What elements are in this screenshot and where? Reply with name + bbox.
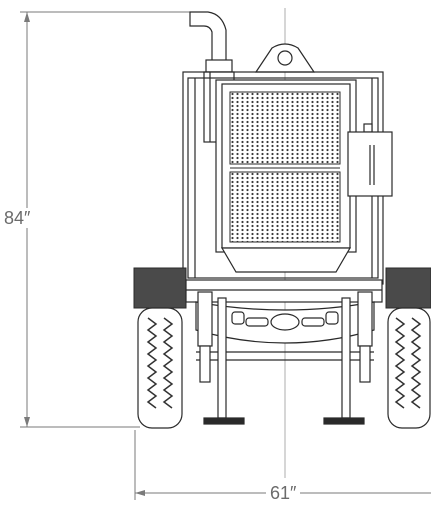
right-tire (387, 307, 431, 429)
width-dimension-label: 61″ (266, 483, 301, 503)
right-jack-stand (323, 291, 373, 425)
height-dimension-label: 84″ (2, 208, 33, 228)
lifting-eye (254, 43, 316, 73)
axle-assembly (185, 279, 383, 361)
left-jack-stand (197, 291, 245, 425)
left-tire (137, 307, 183, 429)
radiator-grille (229, 91, 341, 243)
fenders (133, 267, 431, 309)
control-box (347, 123, 393, 197)
